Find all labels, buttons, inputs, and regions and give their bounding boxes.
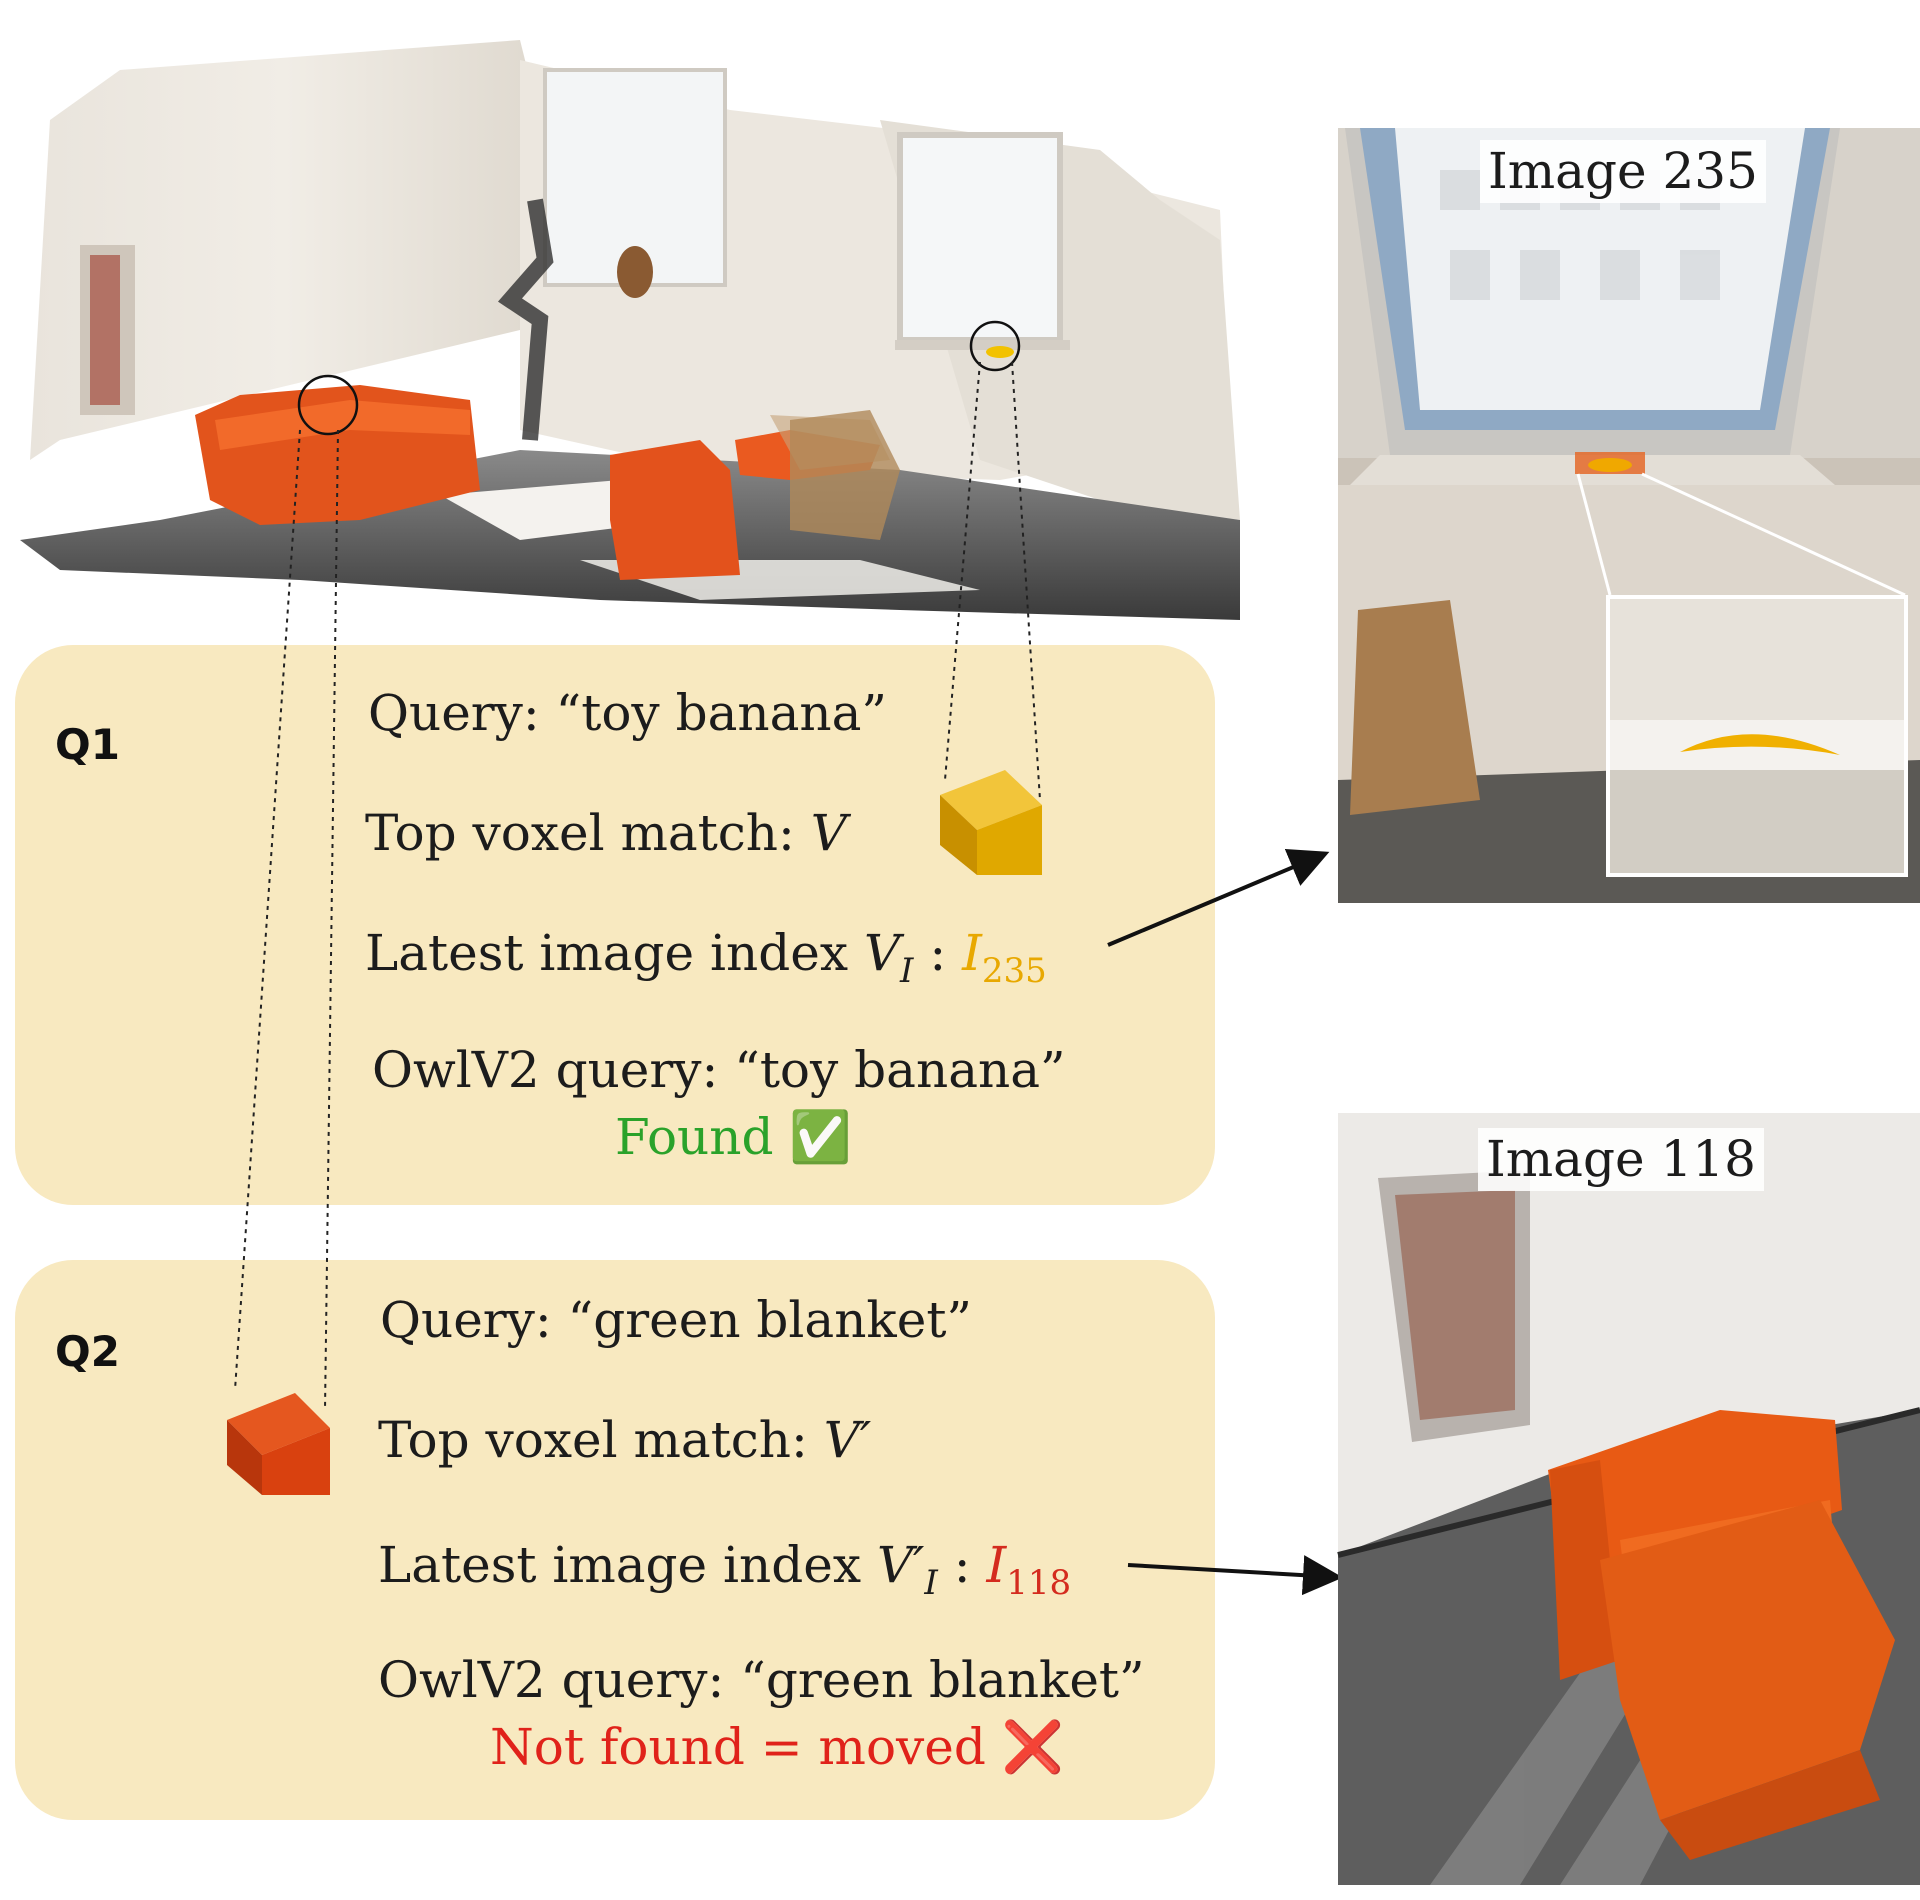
q1-status: Found ✅ bbox=[615, 1112, 852, 1162]
cross-icon: ❌ bbox=[1001, 1718, 1065, 1776]
q1-voxel-prefix: Top voxel match: bbox=[365, 804, 811, 862]
q2-index-colon: : bbox=[937, 1536, 987, 1594]
q1-owl-query: OwlV2 query: “toy banana” bbox=[372, 1041, 1066, 1099]
cable-stand bbox=[497, 198, 554, 441]
q2-voxel-prefix: Top voxel match: bbox=[378, 1411, 824, 1469]
q1-index-prefix: Latest image index bbox=[365, 924, 864, 982]
q1-dotted-connectors bbox=[944, 361, 1041, 801]
q2-index-var-sub: I bbox=[924, 1562, 938, 1603]
q2-image-var: I bbox=[986, 1536, 1007, 1594]
banana-highlight-circle bbox=[969, 320, 1021, 372]
chair-highlight-circle bbox=[297, 374, 359, 436]
q1-index-var-sub: I bbox=[900, 950, 914, 991]
q2-index-prefix: Latest image index bbox=[378, 1536, 877, 1594]
q2-voxel-cube bbox=[227, 1393, 330, 1495]
q2-query: Query: “green blanket” bbox=[380, 1291, 972, 1349]
q2-owl-query: OwlV2 query: “green blanket” bbox=[378, 1651, 1145, 1709]
q1-panel bbox=[15, 645, 1215, 1205]
q2-panel bbox=[15, 1260, 1215, 1820]
q1-voxel-var: V bbox=[810, 804, 847, 862]
image-235-caption: Image 235 bbox=[1480, 140, 1766, 203]
q1-index-var: V bbox=[863, 924, 901, 982]
q2-arrow bbox=[1127, 1555, 1343, 1596]
q2-status: Not found = moved ❌ bbox=[490, 1722, 1064, 1772]
check-icon: ✅ bbox=[789, 1108, 852, 1166]
image-118-caption: Image 118 bbox=[1478, 1128, 1764, 1191]
q1-arrow bbox=[1107, 848, 1330, 947]
q2-voxel-var: V′ bbox=[823, 1411, 872, 1469]
q2-voxel-line: Top voxel match: V′ bbox=[378, 1415, 871, 1465]
q1-image-var: I bbox=[962, 924, 982, 982]
q1-query: Query: “toy banana” bbox=[368, 684, 887, 742]
teddy-bear bbox=[617, 246, 653, 298]
q2-index-line: Latest image index V′I : I118 bbox=[378, 1540, 1071, 1600]
q2-label: Q2 bbox=[55, 1327, 120, 1376]
q2-index-var: V′ bbox=[876, 1536, 925, 1594]
q2-status-text: Not found = moved bbox=[490, 1718, 986, 1776]
q2-image-sub: 118 bbox=[1006, 1562, 1072, 1603]
q1-label: Q1 bbox=[55, 720, 120, 769]
q1-status-text: Found bbox=[615, 1108, 774, 1166]
q2-dotted-connectors bbox=[234, 429, 339, 1411]
paper-bag bbox=[790, 410, 900, 540]
q1-voxel-cube bbox=[940, 770, 1042, 875]
q1-index-line: Latest image index VI : I235 bbox=[365, 928, 1047, 988]
banana-marker bbox=[986, 346, 1014, 358]
q1-voxel-line: Top voxel match: V bbox=[365, 808, 847, 858]
q1-index-colon: : bbox=[913, 924, 963, 982]
q1-image-sub: 235 bbox=[981, 950, 1047, 991]
